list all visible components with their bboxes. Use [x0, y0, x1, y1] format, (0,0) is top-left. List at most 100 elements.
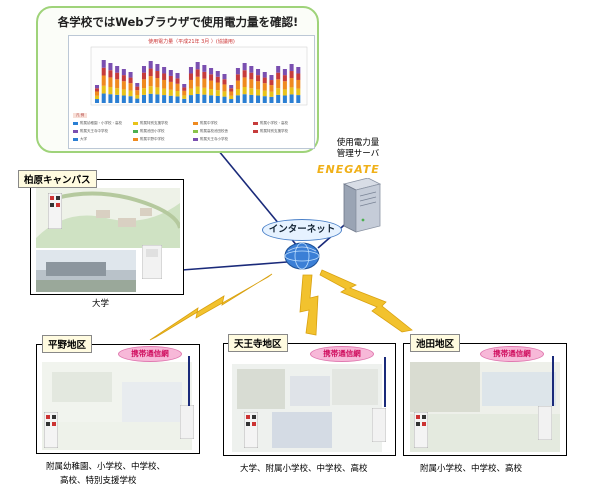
- chart-bar-segment: [108, 63, 113, 71]
- chart-bar-segment: [235, 68, 240, 75]
- chart-bar-segment: [202, 71, 207, 79]
- legend-swatch: [133, 130, 138, 133]
- link-kashiwara-internet: [181, 261, 288, 271]
- chart-bar-segment: [155, 94, 160, 103]
- site-name-hirano: 平野地区: [48, 340, 87, 351]
- legend-item: 附属小学校・高校: [253, 121, 288, 126]
- chart-bar-segment: [141, 79, 146, 89]
- chart-bar-segment: [256, 95, 261, 103]
- chart-bar-segment: [215, 95, 220, 103]
- chart-bar-segment: [121, 75, 126, 82]
- wireless-link-ikeda: [319, 269, 413, 333]
- chart-bar-segment: [155, 71, 160, 79]
- chart-bar-segment: [182, 90, 187, 96]
- chart-bar-segment: [108, 77, 113, 87]
- chart-bar-segment: [135, 90, 140, 95]
- chart-bar-segment: [202, 78, 207, 88]
- legend-swatch: [193, 130, 198, 133]
- chart-bar-segment: [121, 95, 126, 103]
- chart-bar-segment: [256, 69, 261, 76]
- chart-bar-segment: [121, 81, 126, 90]
- legend-item: 附属中学校: [193, 121, 218, 126]
- chart-bar-segment: [182, 98, 187, 103]
- chart-bar-segment: [269, 96, 274, 103]
- communication-unit-icon-tennoji: [372, 408, 386, 442]
- chart-bar-segment: [242, 70, 247, 78]
- chart-bar-segment: [115, 66, 120, 73]
- legend-swatch: [193, 138, 198, 141]
- chart-bar-segment: [135, 95, 140, 99]
- chart-bar-segment: [115, 79, 120, 89]
- chart-bar-segment: [209, 89, 214, 96]
- wireless-link-tennoji: [299, 274, 319, 336]
- chart-bar-segment: [182, 95, 187, 99]
- site-label-ikeda: 池田地区: [410, 334, 461, 352]
- uplink-line-tennoji: [384, 357, 386, 407]
- caption-ikeda: 附属小学校、中学校、高校: [420, 464, 523, 474]
- legend-item: 附属特別支援学校: [133, 121, 168, 126]
- power-usage-chart: [90, 46, 308, 106]
- wireless-link-hirano: [149, 273, 273, 341]
- legend-swatch: [253, 130, 258, 133]
- chart-bar-segment: [108, 70, 113, 78]
- chart-bar-segment: [296, 73, 301, 80]
- chart-bar-segment: [242, 94, 247, 103]
- chart-bar-segment: [128, 83, 133, 91]
- legend-swatch: [73, 138, 78, 141]
- chart-bar-segment: [209, 95, 214, 103]
- chart-bar-segment: [215, 82, 220, 91]
- chart-bar-segment: [249, 88, 254, 95]
- chart-bar-segment: [235, 80, 240, 89]
- chart-bar-segment: [282, 69, 287, 76]
- caption-hirano-line2: 高校、特別支援学校: [60, 476, 137, 486]
- chart-bar-segment: [202, 65, 207, 72]
- site-name-tennoji: 天王寺地区: [234, 339, 282, 350]
- chart-bar-segment: [155, 64, 160, 72]
- legend-item: 附属高校池田校舎: [193, 129, 228, 134]
- communication-unit-icon-ikeda: [538, 406, 552, 440]
- chart-bar-segment: [162, 79, 167, 89]
- chart-bar-segment: [168, 95, 173, 103]
- chart-bar-segment: [175, 73, 180, 79]
- legend-swatch: [73, 122, 78, 125]
- chart-bar-segment: [141, 66, 146, 73]
- chart-bar-segment: [148, 93, 153, 103]
- web-browser-panel: 各学校ではWebブラウザで使用電力量を確認! 使用電力量（平成21年 3月 ）(…: [36, 6, 319, 153]
- chart-bar-segment: [249, 79, 254, 89]
- chart-bar-segment: [141, 72, 146, 80]
- chart-bar-segment: [276, 66, 281, 73]
- chart-bar-segment: [262, 83, 267, 91]
- chart-bar-segment: [128, 96, 133, 103]
- chart-bar-segment: [95, 88, 100, 92]
- chart-bar-segment: [115, 88, 120, 95]
- chart-bar-segment: [296, 95, 301, 103]
- chart-bar-segment: [269, 85, 274, 92]
- chart-bar-segment: [155, 87, 160, 95]
- chart-bar-segment: [95, 91, 100, 96]
- chart-bar-segment: [128, 72, 133, 78]
- chart-bar-segment: [162, 73, 167, 80]
- chart-bar-segment: [222, 74, 227, 80]
- chart-bar-segment: [175, 83, 180, 91]
- legend-label: 附属池田小学校: [140, 129, 165, 133]
- chart-bar-segment: [276, 72, 281, 80]
- chart-bar-segment: [148, 68, 153, 77]
- legend-label: 附属高校池田校舎: [200, 129, 228, 133]
- legend-label: 附属特別支援学校: [140, 121, 168, 125]
- chart-bar-segment: [141, 94, 146, 103]
- chart-bar-segment: [289, 87, 294, 95]
- chart-bar-segment: [202, 94, 207, 103]
- communication-unit-icon-hirano: [180, 405, 194, 439]
- legend-item: 附属平野中学校: [133, 137, 165, 142]
- chart-bar-segment: [249, 72, 254, 80]
- chart-bar-segment: [188, 79, 193, 89]
- chart-bar-segment: [168, 81, 173, 90]
- power-meter-device-icon-hirano: [44, 412, 58, 448]
- chart-bar-segment: [148, 86, 153, 94]
- chart-bar-segment: [101, 85, 106, 94]
- legend-header: 凡 例: [73, 113, 88, 118]
- chart-bar-segment: [289, 94, 294, 103]
- chart-bar-segment: [168, 89, 173, 96]
- chart-bar-segment: [188, 73, 193, 80]
